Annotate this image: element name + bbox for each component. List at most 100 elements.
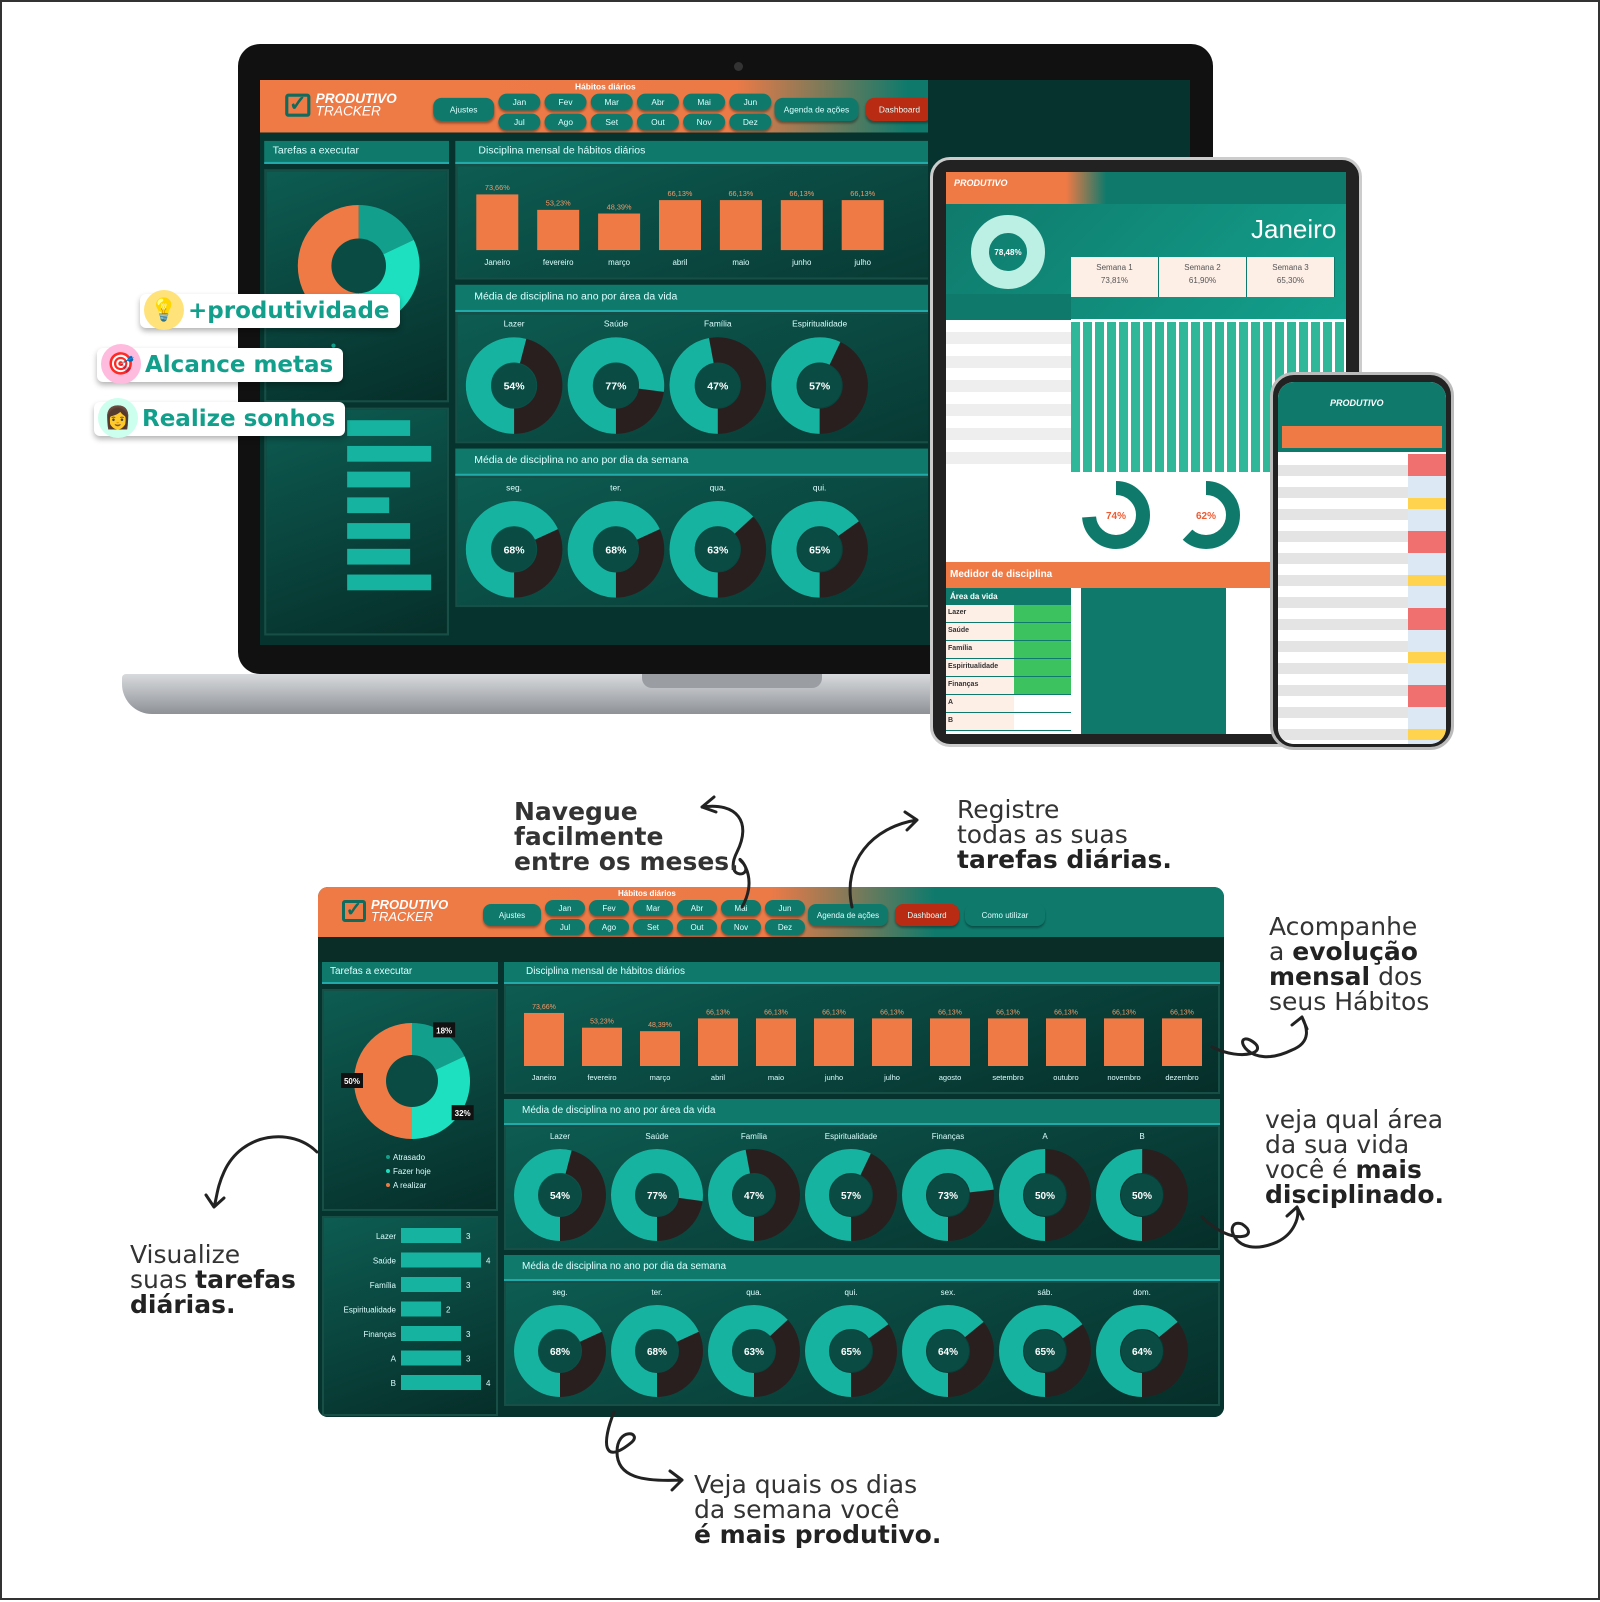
donut-category-label: Família	[741, 1132, 768, 1141]
pie-slice-a-realizar	[354, 1023, 412, 1139]
pie-hole	[386, 1055, 438, 1107]
bar-finanças	[401, 1326, 461, 1341]
month-value-label: 66,13%	[880, 1009, 904, 1016]
month-button-jan[interactable]: Jan	[498, 93, 541, 111]
donut-category-label: qui.	[813, 483, 827, 493]
settings-button[interactable]: Ajustes	[483, 904, 541, 926]
month-button-fev[interactable]: Fev	[589, 900, 629, 916]
pie-label-box	[433, 1022, 456, 1038]
dashboard-button[interactable]: Dashboard	[865, 97, 928, 121]
month-button-set[interactable]: Set	[590, 113, 633, 131]
phone-screen: PRODUTIVO	[1278, 382, 1446, 744]
agenda-button[interactable]: Agenda de ações	[808, 904, 888, 926]
month-button-ago[interactable]: Ago	[544, 113, 587, 131]
note-line: tarefas diárias.	[957, 845, 1172, 874]
month-button-mar[interactable]: Mar	[633, 900, 673, 916]
pie-value-label: 32%	[455, 1109, 471, 1118]
arrow-visualize	[204, 1135, 319, 1209]
settings-button[interactable]: Ajustes	[433, 97, 495, 121]
tablet-area-score	[1014, 695, 1071, 712]
month-button-jun[interactable]: Jun	[729, 93, 772, 111]
donut-a	[999, 1149, 1091, 1241]
month-button-dez[interactable]: Dez	[765, 919, 805, 935]
tablet-total-donut: 78,48%	[971, 215, 1045, 289]
arrow-evolution	[1210, 1015, 1309, 1059]
month-category-label: maio	[768, 1073, 784, 1082]
badge-goals: 🎯Alcance metas	[97, 344, 344, 384]
month-bar-julho	[872, 1018, 912, 1066]
month-button-mai[interactable]: Mai	[683, 93, 726, 111]
habits-label: Hábitos diários	[575, 82, 636, 92]
tablet-area-row: Espiritualidade	[946, 659, 1071, 677]
phone-nav	[1282, 426, 1442, 448]
bar-category-label: Espiritualidade	[344, 1306, 397, 1315]
bar-saúde	[347, 445, 432, 462]
week-label: Semana 2	[1184, 263, 1221, 272]
month-button-ago[interactable]: Ago	[589, 919, 629, 935]
donut-hole	[492, 363, 537, 408]
agenda-button[interactable]: Agenda de ações	[774, 97, 859, 121]
month-button-jul[interactable]: Jul	[545, 919, 585, 935]
donut-category-label: Saúde	[604, 319, 629, 329]
donut-qui	[771, 501, 868, 598]
month-category-label: fevereiro	[543, 258, 574, 267]
month-button-set[interactable]: Set	[633, 919, 673, 935]
week-value: 73,81%	[1100, 276, 1129, 285]
note-line: Visualize	[130, 1240, 241, 1269]
weekday-title: Média de disciplina no ano por dia da se…	[455, 448, 928, 476]
donut-category-label: qua.	[710, 483, 726, 493]
pie-label-box	[451, 1105, 474, 1121]
bar-value-label: 3	[466, 1355, 471, 1364]
tablet-meter-panel	[1081, 588, 1226, 734]
donut-category-label: qui.	[845, 1288, 858, 1297]
month-button-mar[interactable]: Mar	[590, 93, 633, 111]
month-button-jun[interactable]: Jun	[765, 900, 805, 916]
tablet-area-label: Espiritualidade	[946, 659, 1014, 676]
donut-hole	[830, 1174, 872, 1216]
month-value-label: 66,13%	[1054, 1009, 1078, 1016]
month-button-fev[interactable]: Fev	[544, 93, 587, 111]
month-value-label: 66,13%	[728, 189, 753, 198]
logo-line1: PRODUTIVO	[315, 90, 397, 107]
month-button-jan[interactable]: Jan	[545, 900, 585, 916]
pie-legend-marker	[386, 1183, 390, 1187]
month-button-dez[interactable]: Dez	[729, 113, 772, 131]
tablet-area-row: Lazer	[946, 605, 1071, 623]
bar-finanças	[347, 523, 411, 539]
month-category-label: setembro	[992, 1073, 1023, 1082]
monthly-bar-chart: 73,66%Janeiro53,23%fevereiro48,39%março6…	[524, 1004, 1202, 1082]
month-button-nov[interactable]: Nov	[683, 113, 726, 131]
month-bar-dezembro	[1162, 1018, 1202, 1066]
bar-category-label: B	[391, 1379, 396, 1388]
how-to-button[interactable]: Como utilizar	[965, 904, 1045, 926]
check-logo-icon: ✓	[342, 900, 366, 922]
pie-legend-label: A realizar	[393, 1181, 427, 1190]
badge-label: +produtividade	[188, 298, 390, 324]
month-button-out[interactable]: Out	[677, 919, 717, 935]
month-button-mai[interactable]: Mai	[721, 900, 761, 916]
month-value-label: 48,39%	[648, 1022, 672, 1029]
month-button-abr[interactable]: Abr	[677, 900, 717, 916]
week-value: 65,30%	[1276, 276, 1305, 285]
note-line: disciplinado.	[1265, 1180, 1445, 1209]
month-bar-maio	[756, 1018, 796, 1066]
bar-category-label: Finanças	[364, 1330, 396, 1339]
month-button-nov[interactable]: Nov	[721, 919, 761, 935]
month-button-jul[interactable]: Jul	[498, 113, 541, 131]
month-bar-março	[598, 213, 641, 251]
donut-sex	[902, 1305, 994, 1397]
month-bar-julho	[841, 200, 884, 251]
donut-hole	[1121, 1174, 1163, 1216]
month-category-label: novembro	[1107, 1073, 1140, 1082]
dashboard-button[interactable]: Dashboard	[895, 904, 959, 926]
donut-category-label: dom.	[1133, 1288, 1151, 1297]
month-button-abr[interactable]: Abr	[636, 93, 679, 111]
month-button-out[interactable]: Out	[636, 113, 679, 131]
tablet-area-header: Área da vida	[946, 588, 1071, 605]
month-category-label: março	[650, 1073, 671, 1082]
habits-label: Hábitos diários	[618, 889, 676, 898]
